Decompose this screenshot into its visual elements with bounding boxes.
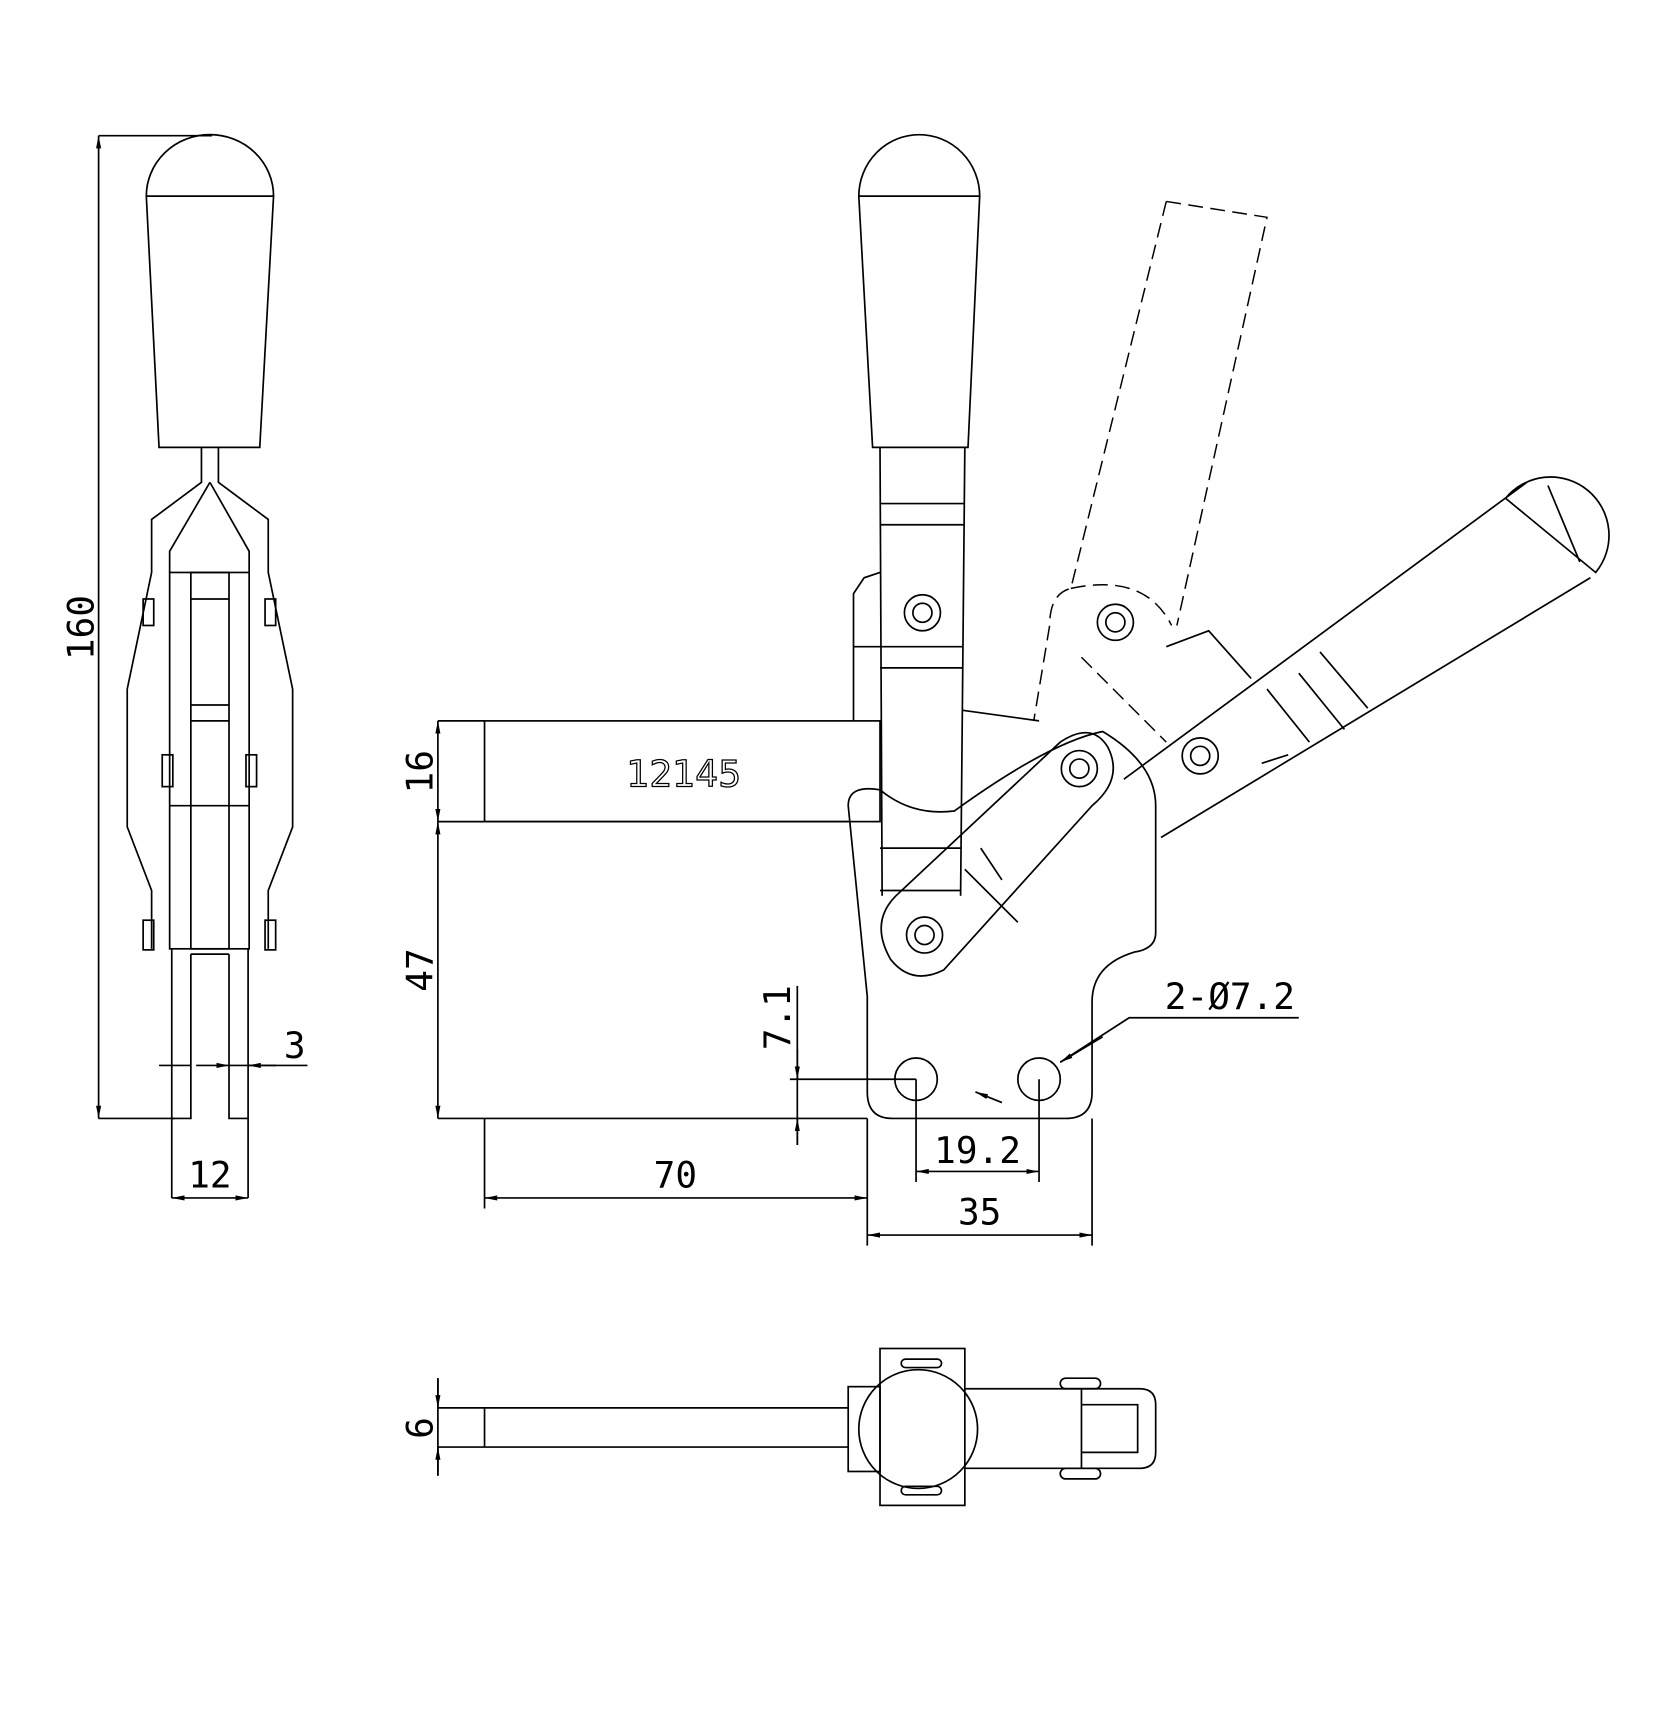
dim-bar-height: 16 <box>401 750 442 793</box>
dim-bar-thickness: 6 <box>401 1417 442 1439</box>
front-view: 12145 16 47 70 35 19.2 7.1 2-Ø7.2 <box>401 133 1610 1246</box>
dim-hole-offset: 7.1 <box>758 985 799 1050</box>
dim-slot-width: 3 <box>284 1026 306 1067</box>
dim-hole-spacing: 19.2 <box>934 1131 1021 1172</box>
dim-holes: 2-Ø7.2 <box>1165 977 1295 1018</box>
side-view: 160 12 3 <box>61 133 308 1201</box>
dim-base-width: 35 <box>958 1192 1001 1233</box>
dim-overall-height: 160 <box>61 595 102 660</box>
part-number: 12145 <box>627 755 742 796</box>
dim-spindle-height: 47 <box>401 948 442 991</box>
top-view: 6 <box>401 1347 1157 1507</box>
dim-fork-width: 12 <box>188 1155 231 1196</box>
dim-reach: 70 <box>654 1155 697 1196</box>
